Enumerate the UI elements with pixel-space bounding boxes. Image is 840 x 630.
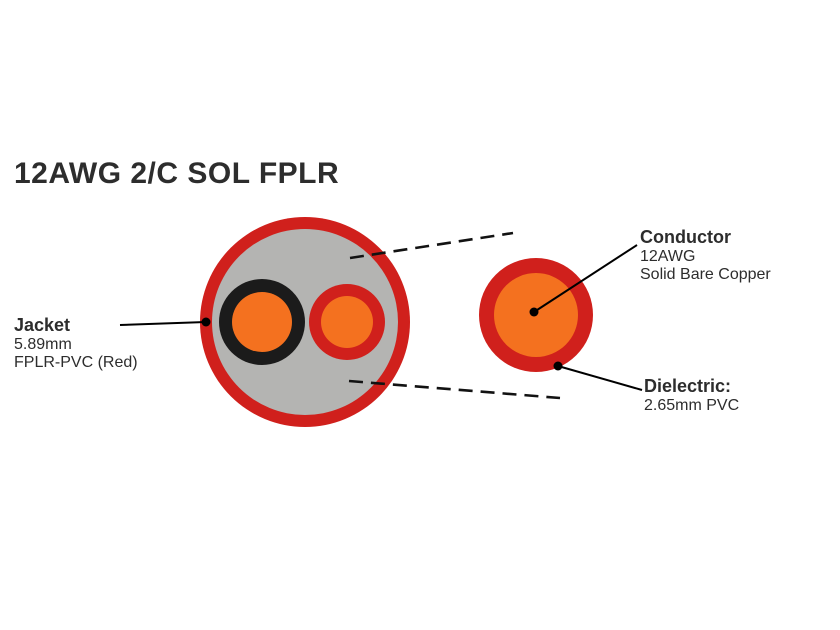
conductor-leader-dot xyxy=(529,307,539,317)
dielectric-leader-dot xyxy=(553,361,563,371)
zoom-dashed-line-top xyxy=(349,231,514,260)
dielectric-label-title: Dielectric: xyxy=(644,376,732,396)
jacket-leader-dot xyxy=(201,317,211,327)
conductor-label-material: Solid Bare Copper xyxy=(640,266,771,284)
jacket-label-material: FPLR-PVC (Red) xyxy=(14,354,138,372)
zoom-dashed-line-bottom xyxy=(348,379,561,400)
conductor-label: Conductor 12AWG Solid Bare Copper xyxy=(640,227,771,284)
dielectric-leader-line xyxy=(557,365,643,391)
conductor-leader-line xyxy=(533,244,638,313)
jacket-label-title: Jacket xyxy=(14,315,71,335)
jacket-label: Jacket 5.89mm FPLR-PVC (Red) xyxy=(14,315,138,372)
conductor-label-title: Conductor xyxy=(640,227,731,247)
dielectric-label: Dielectric: 2.65mm PVC xyxy=(644,376,739,415)
dielectric-label-spec: 2.65mm PVC xyxy=(644,396,740,414)
left-conductor-core xyxy=(232,292,292,352)
right-conductor-core xyxy=(321,296,373,348)
jacket-leader-line xyxy=(119,321,207,326)
page-title: 12AWG 2/C SOL FPLR xyxy=(14,157,340,190)
jacket-label-size: 5.89mm xyxy=(14,335,72,353)
conductor-label-gauge: 12AWG xyxy=(640,247,696,265)
